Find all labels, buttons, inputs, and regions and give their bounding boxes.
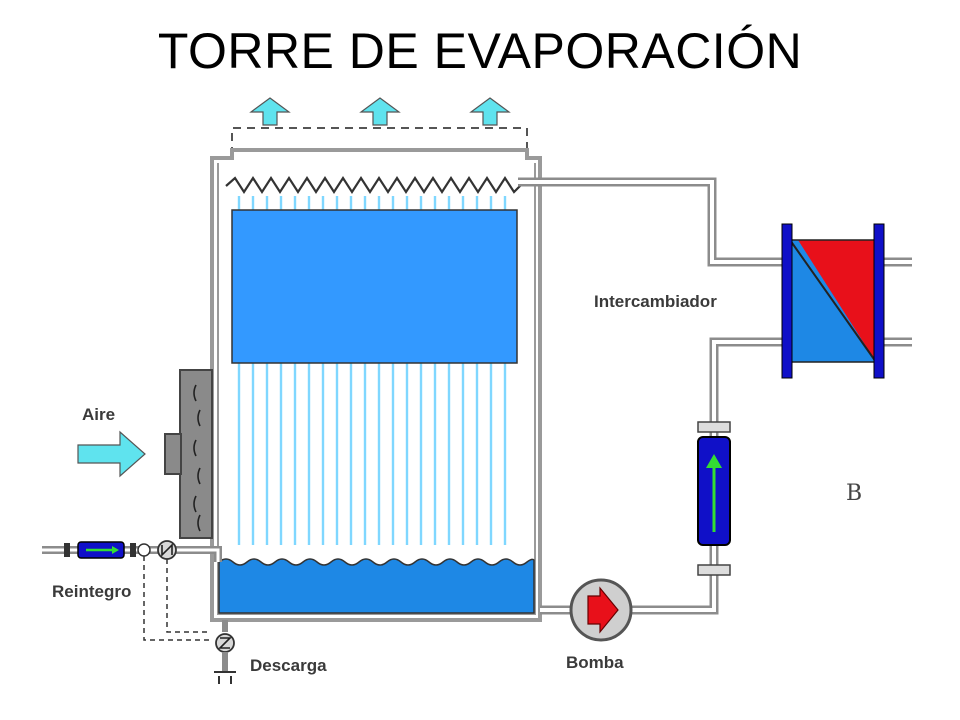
label-bomba: Bomba bbox=[566, 653, 624, 672]
pump bbox=[569, 578, 633, 642]
exhaust-arrow-icon bbox=[469, 97, 511, 126]
exhaust-arrows bbox=[249, 97, 511, 126]
hot-pipe bbox=[518, 177, 790, 267]
air-arrow-icon bbox=[77, 430, 146, 478]
fill-pack bbox=[231, 209, 518, 364]
label-b: B bbox=[846, 481, 862, 506]
label-descarga: Descarga bbox=[250, 656, 327, 675]
water-basin bbox=[218, 558, 535, 614]
label-intercambiador: Intercambiador bbox=[594, 292, 717, 311]
exhaust-arrow-icon bbox=[359, 97, 401, 126]
drain-line bbox=[214, 620, 236, 684]
makeup-line bbox=[42, 540, 222, 641]
air-inlet-louver bbox=[164, 369, 213, 539]
spray-nozzles bbox=[225, 175, 523, 195]
heat-exchanger bbox=[781, 223, 912, 379]
label-reintegro: Reintegro bbox=[52, 582, 131, 601]
label-aire: Aire bbox=[82, 405, 115, 424]
pump-arrow-icon bbox=[587, 586, 619, 634]
exhaust-arrow-icon bbox=[249, 97, 291, 126]
flow-arrow-icon bbox=[706, 454, 722, 468]
tower-shell bbox=[210, 127, 542, 622]
diagram-title: TORRE DE EVAPORACIÓN bbox=[157, 23, 803, 79]
return-pipe bbox=[540, 337, 790, 615]
flow-meter bbox=[697, 421, 731, 576]
